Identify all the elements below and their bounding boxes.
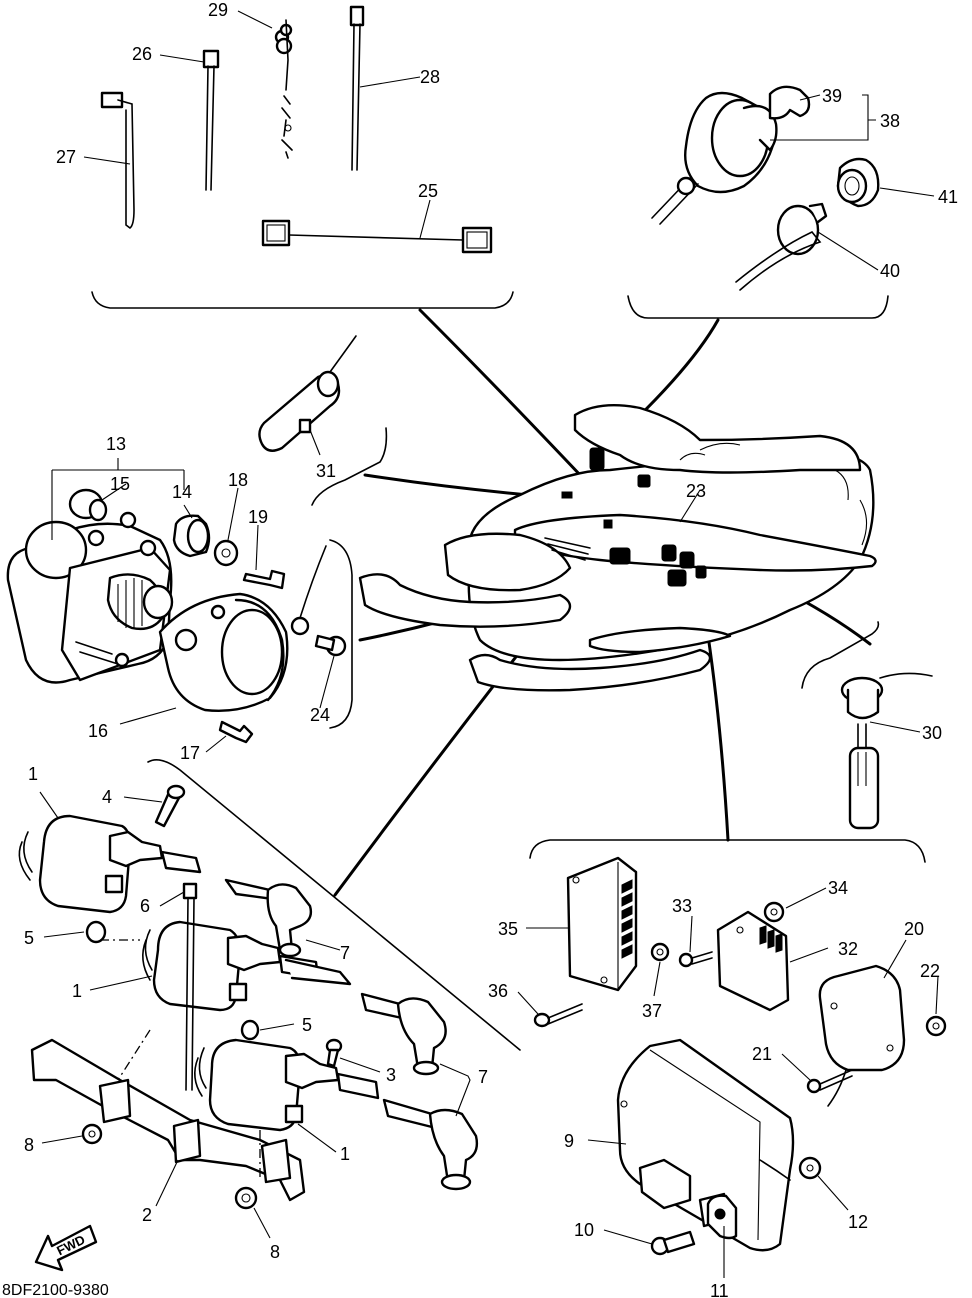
part-9-cdi-unit (616, 1038, 795, 1252)
callout-23: 23 (686, 481, 706, 501)
callout-2: 2 (142, 1205, 152, 1225)
callout-7-top: 7 (340, 943, 350, 963)
callout-39: 39 (822, 86, 842, 106)
callout-41: 41 (938, 187, 958, 207)
part-27-wire-lead (100, 91, 135, 230)
part-10-bolt (650, 1230, 696, 1256)
callout-3: 3 (386, 1065, 396, 1085)
part-17-bolt (218, 720, 254, 744)
fwd-arrow-icon: FWD (34, 1224, 98, 1272)
callout-22: 22 (920, 961, 940, 981)
callout-14: 14 (172, 482, 192, 502)
part-36-screw (533, 1003, 583, 1028)
callout-17: 17 (180, 743, 200, 763)
callout-33: 33 (672, 896, 692, 916)
part-38-39-main-switch (651, 85, 811, 225)
callout-10: 10 (574, 1220, 594, 1240)
part-37-nut (650, 942, 670, 962)
part-28-cable-tie (349, 5, 365, 171)
callout-38: 38 (880, 111, 900, 131)
callout-1-bottom: 1 (340, 1144, 350, 1164)
callout-13: 13 (106, 434, 126, 454)
part-7-plug-cap-b (360, 992, 447, 1076)
part-5-cap-bottom (240, 1019, 260, 1041)
callout-28: 28 (420, 67, 440, 87)
callout-4: 4 (102, 787, 112, 807)
part-8-nut-bottom (234, 1186, 258, 1210)
callout-19: 19 (248, 507, 268, 527)
callout-40: 40 (880, 261, 900, 281)
diagram-code: 8DF2100-9380 (2, 1282, 109, 1298)
callout-32: 32 (838, 939, 858, 959)
callout-8-left: 8 (24, 1135, 34, 1155)
callout-15: 15 (110, 474, 130, 494)
callout-leaders (39, 10, 939, 1278)
part-22-nut (925, 1015, 947, 1037)
part-40-kill-switch (735, 202, 828, 291)
callout-29: 29 (208, 0, 228, 20)
part-19-bolt (242, 569, 286, 590)
snowmobile-outline (358, 404, 877, 692)
part-4-screw (154, 784, 186, 828)
callout-21: 21 (752, 1044, 772, 1064)
callout-37: 37 (642, 1001, 662, 1021)
callout-25: 25 (418, 181, 438, 201)
callout-1-middle: 1 (72, 981, 82, 1001)
callout-12: 12 (848, 1212, 868, 1232)
callout-20: 20 (904, 919, 924, 939)
callout-9: 9 (564, 1131, 574, 1151)
part-8-nut-left (81, 1123, 103, 1145)
callout-31: 31 (316, 461, 336, 481)
part-26-cable-tie (202, 49, 220, 191)
callout-27: 27 (56, 147, 76, 167)
part-33-screw (678, 951, 713, 968)
part-1-ignition-coil-top (18, 814, 202, 914)
part-3-screw (325, 1038, 343, 1068)
callout-7-bottom: 7 (478, 1067, 488, 1087)
part-31-condenser (258, 335, 357, 452)
callout-1-top: 1 (28, 764, 38, 784)
part-7-plug-cap-a (224, 878, 313, 958)
part-29-clip-chain (274, 19, 293, 159)
part-7-plug-cap-c (382, 1098, 479, 1191)
callout-5-top: 5 (24, 928, 34, 948)
part-34-nut (763, 901, 785, 923)
part-13-starter-assembly (6, 511, 289, 712)
callout-8-bottom: 8 (270, 1242, 280, 1262)
callout-18: 18 (228, 470, 248, 490)
part-21-screw (806, 1069, 853, 1094)
part-6-cable-tie (182, 882, 198, 1091)
callout-36: 36 (488, 981, 508, 1001)
part-15-cap (68, 488, 108, 522)
callout-26: 26 (132, 44, 152, 64)
callout-16: 16 (88, 721, 108, 741)
callout-5-bottom: 5 (302, 1015, 312, 1035)
part-11-bracket (706, 1194, 738, 1240)
part-5-cap-top (85, 920, 107, 944)
part-12-nut (798, 1156, 822, 1180)
part-30-switch (840, 672, 933, 830)
part-35-rectifier (566, 856, 638, 992)
callout-34: 34 (828, 878, 848, 898)
callout-30: 30 (922, 723, 942, 743)
callout-35: 35 (498, 919, 518, 939)
part-2-coil-bracket (30, 939, 306, 1202)
callout-24: 24 (310, 705, 330, 725)
part-14-grommet (172, 514, 211, 558)
part-1-ignition-coil-middle (142, 920, 352, 1012)
part-1-ignition-coil-bottom (194, 1038, 380, 1132)
callout-6: 6 (140, 896, 150, 916)
part-41-switch-knob (836, 157, 880, 208)
part-24-bolt-lead (290, 545, 347, 657)
part-18-washer (213, 539, 239, 567)
part-32-regulator (716, 910, 790, 1012)
callout-11: 11 (710, 1281, 729, 1298)
part-25-wire-harness (261, 219, 493, 254)
